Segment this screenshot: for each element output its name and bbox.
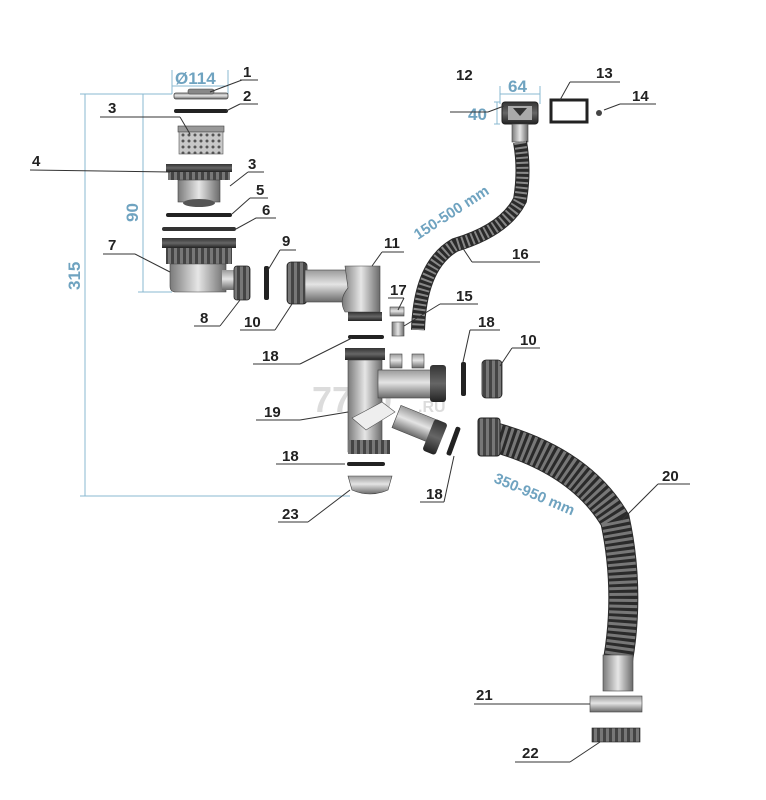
label-part-3-bottom: 3 [248, 156, 256, 173]
part-18-gasket-a [348, 335, 384, 339]
dim-overflow-width: 64 [508, 77, 527, 96]
part-13-overflow-cover [549, 98, 589, 124]
label-part-12: 12 [456, 67, 473, 84]
part-14-screw [596, 110, 602, 116]
label-part-4: 4 [32, 153, 41, 170]
label-part-9: 9 [282, 233, 290, 250]
label-part-19: 19 [264, 404, 281, 421]
leader-lines [29, 79, 690, 763]
label-part-17: 17 [390, 282, 407, 299]
dim-total-height: 315 [65, 262, 84, 290]
label-part-14: 14 [632, 88, 649, 105]
part-10-nut-right [481, 359, 503, 399]
part-12-overflow [501, 101, 539, 143]
part-1-strainer-cap [173, 88, 229, 100]
dim-overflow-height: 40 [468, 105, 487, 124]
part-labels: 1 2 3 3 4 5 6 7 8 9 10 10 11 12 13 14 15… [32, 64, 679, 762]
part-10-nut-left [286, 261, 308, 305]
label-part-8: 8 [200, 310, 208, 327]
part-6-gasket [162, 227, 236, 231]
label-part-3-top: 3 [108, 100, 116, 117]
part-16-short-hose [411, 140, 530, 331]
part-5-gasket [166, 213, 232, 217]
label-part-18-bottom: 18 [426, 486, 443, 503]
part-19-main-body [345, 348, 447, 455]
label-part-1: 1 [243, 64, 251, 81]
dim-bowl-height: 90 [123, 203, 142, 222]
part-3-basket [177, 125, 225, 155]
label-part-22: 22 [522, 745, 539, 762]
part-22-thread [591, 727, 641, 743]
label-part-16: 16 [512, 246, 529, 263]
label-part-11: 11 [384, 235, 400, 252]
label-part-10-left: 10 [244, 314, 261, 331]
label-part-13: 13 [596, 65, 613, 82]
part-9-gasket [264, 266, 269, 300]
label-part-10-right: 10 [520, 332, 537, 349]
part-7-lower-body [162, 238, 236, 293]
part-17-fitting [389, 306, 405, 317]
label-part-18-left: 18 [262, 348, 279, 365]
part-2-ring [174, 109, 228, 113]
label-part-2: 2 [243, 88, 251, 105]
part-15-connector [391, 321, 405, 337]
label-part-18-right: 18 [478, 314, 495, 331]
watermark-suffix: .RU [418, 399, 446, 416]
label-part-18-lower: 18 [282, 448, 299, 465]
dim-diameter: Ø114 [175, 69, 216, 88]
part-18-gasket-c [347, 462, 385, 466]
label-part-20: 20 [662, 468, 679, 485]
part-18-gasket-d [446, 426, 461, 456]
part-21-adapter [589, 695, 643, 713]
part-4-drain-body [166, 164, 232, 207]
part-8-nut [233, 265, 251, 301]
label-part-6: 6 [262, 202, 270, 219]
label-part-7: 7 [108, 237, 116, 254]
part-20-long-hose [477, 417, 639, 692]
label-part-23: 23 [282, 506, 299, 523]
part-11-upper-tee [304, 265, 382, 321]
part-18-gasket-b [461, 362, 466, 396]
dimension-lines [80, 70, 541, 497]
label-part-5: 5 [256, 182, 264, 199]
label-part-21: 21 [476, 687, 493, 704]
part-23-bottom-cap [347, 475, 393, 495]
label-part-15: 15 [456, 288, 473, 305]
